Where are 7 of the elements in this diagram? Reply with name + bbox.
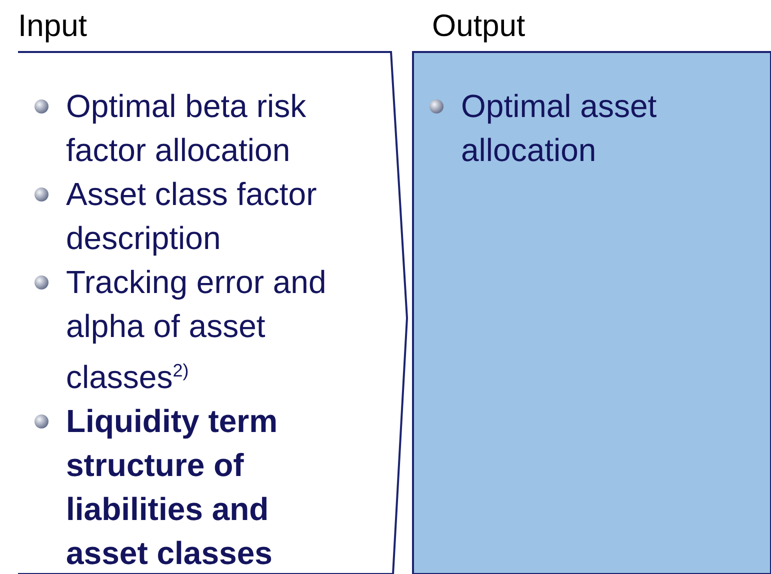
bullet-text: Optimal beta risk factor allocation: [66, 88, 306, 168]
panel-heading: Output: [432, 8, 526, 44]
bullet-text: Tracking error and alpha of asset classes$^{2)}$: [66, 264, 326, 395]
bullet-text: Asset class factor description: [66, 176, 317, 256]
panel-heading: Input: [18, 8, 87, 44]
bullet-text: Optimal asset allocation: [461, 88, 657, 168]
bullet-text: Liquidity term structure of liabilities and asset classes: [66, 402, 278, 571]
